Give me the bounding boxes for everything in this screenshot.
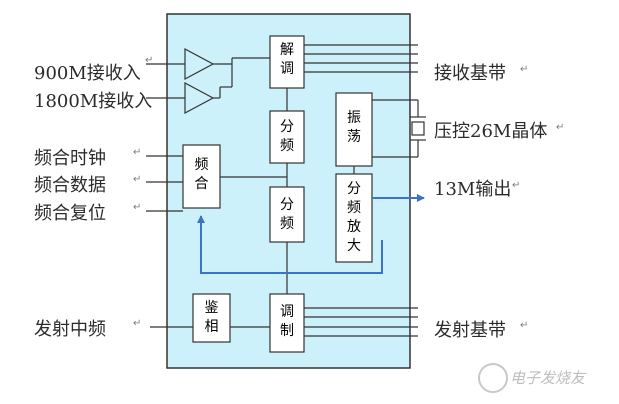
label-reset: 频合复位 — [34, 203, 106, 224]
divider-2-text: 分频 — [280, 197, 294, 232]
synth-block — [182, 144, 221, 209]
return-mark: ↵ — [133, 174, 142, 185]
return-mark: ↵ — [556, 122, 565, 133]
label-out13: 13M输出 — [434, 179, 512, 200]
internal-lines — [220, 88, 355, 328]
synth-text: 频合 — [194, 157, 209, 192]
return-mark: ↵ — [133, 318, 142, 329]
label-vctcxo: 压控26M晶体 — [434, 121, 548, 142]
lna-900-icon — [184, 47, 215, 81]
label-rx900: 900M接收入 — [34, 63, 141, 84]
phase-detector-text: 鉴相 — [204, 300, 219, 335]
return-mark: ↵ — [520, 64, 529, 75]
label-rx1800: 1800M接收入 — [34, 91, 153, 112]
label-clock: 频合时钟 — [34, 148, 106, 169]
lna-1800-icon — [184, 81, 215, 115]
crystal-icon — [411, 121, 425, 136]
oscillator-block — [335, 92, 373, 167]
amp-to-demod-lines — [213, 57, 270, 99]
divider-block-2 — [269, 186, 305, 243]
label-rx-baseband: 接收基带 — [434, 63, 506, 84]
mod-block — [269, 293, 305, 353]
return-mark: ↵ — [520, 320, 529, 331]
oscillator-text: 振荡 — [347, 110, 361, 145]
divider-amp-text: 分频 放大 — [347, 181, 361, 254]
rx-baseband-lines — [304, 44, 418, 73]
input-lines — [146, 63, 193, 328]
phase-detector-block — [192, 293, 231, 343]
feedback-arrow — [197, 215, 383, 274]
crystal-lines — [372, 99, 426, 158]
return-mark: ↵ — [145, 55, 154, 66]
watermark-text: 电子发烧友 — [510, 369, 586, 387]
watermark-logo-icon — [478, 363, 508, 393]
divider-1-text: 分频 — [280, 119, 294, 154]
label-tx-baseband: 发射基带 — [434, 320, 506, 341]
return-mark: ↵ — [133, 202, 142, 213]
return-mark: ↵ — [133, 147, 142, 158]
demod-text: 解调 — [280, 42, 294, 77]
mod-text: 调制 — [280, 304, 294, 339]
tx-baseband-lines — [304, 307, 418, 337]
label-tx-if: 发射中频 — [34, 319, 106, 340]
return-mark: ↵ — [512, 180, 521, 191]
label-data: 频合数据 — [34, 175, 106, 196]
